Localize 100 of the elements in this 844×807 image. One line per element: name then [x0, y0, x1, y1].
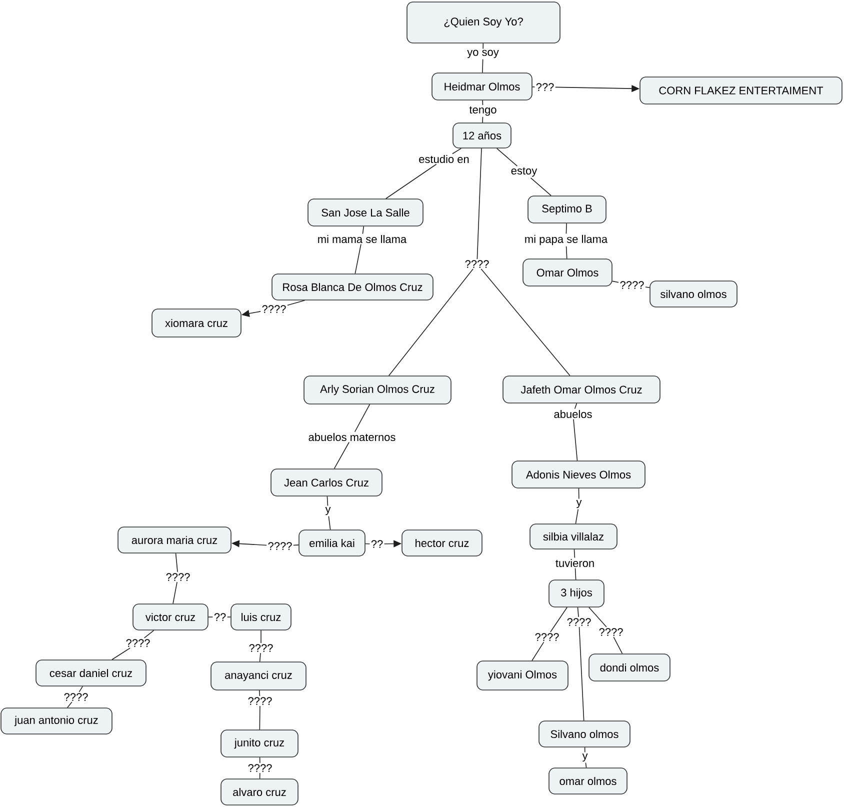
concept-box: silbia villalaz: [530, 524, 618, 550]
connector-line: [259, 706, 260, 730]
connector-line: [578, 626, 584, 721]
concept-box: alvaro cruz: [220, 778, 298, 806]
linking-phrase: y: [576, 500, 582, 508]
connector-line: [208, 616, 214, 618]
connector-line: [574, 403, 578, 410]
connector-line: [385, 164, 437, 200]
concept-box: aurora maria cruz: [118, 526, 232, 554]
linking-phrase: ???: [536, 83, 554, 91]
linking-phrase: estudio en: [419, 154, 469, 164]
concept-box: luis cruz: [230, 604, 292, 630]
linking-phrase: ????: [249, 644, 273, 652]
connector-line: [577, 607, 579, 618]
concept-box: emilia kai: [298, 530, 366, 556]
connector-line: [354, 244, 362, 274]
linking-phrase: abuelos: [554, 410, 592, 418]
connector-line: [482, 116, 484, 123]
concept-box: 3 hijos: [548, 580, 604, 608]
connector-line: [482, 43, 484, 50]
connector-line: [585, 762, 587, 768]
connector-line: [578, 488, 580, 500]
concept-box: Jafeth Omar Olmos Cruz: [502, 376, 660, 404]
linking-phrase: ????: [248, 764, 272, 772]
connector-line: [645, 286, 650, 288]
connector-line: [258, 690, 260, 696]
connector-line: [66, 702, 72, 708]
concept-box: cesar daniel cruz: [36, 660, 146, 686]
linking-phrase: ??: [371, 540, 383, 548]
concept-box: yiovani Olmos: [476, 660, 568, 690]
linking-phrase: tengo: [469, 106, 496, 116]
connector-line: [566, 246, 568, 259]
connector-line: [260, 630, 262, 644]
linking-phrase: ????: [262, 305, 286, 313]
connector-line: [175, 553, 178, 572]
connector-line: [574, 549, 576, 558]
connector-line: [482, 58, 484, 73]
linking-phrase: ????: [126, 639, 150, 647]
connector-line: [226, 616, 231, 618]
connector-line: [496, 148, 518, 167]
connector-line: [365, 543, 370, 544]
connector-line: [480, 268, 570, 376]
concept-box: Heidmar Olmos: [432, 72, 532, 100]
connector-line: [476, 148, 482, 260]
connector-line: [550, 607, 568, 632]
connector-line: [584, 747, 586, 753]
connector-line: [78, 686, 84, 692]
connector-line: [287, 300, 306, 306]
concept-box: junito cruz: [220, 730, 298, 758]
connector-line: [144, 630, 154, 638]
linking-phrase: ????: [166, 573, 190, 581]
connector-line: [326, 496, 328, 506]
connector-line: [328, 516, 331, 530]
linking-phrase: mi mama se llama: [318, 234, 407, 244]
connector-line: [573, 418, 578, 461]
connector-line: [574, 568, 576, 580]
connector-line: [566, 223, 567, 234]
concept-box: 12 años: [452, 122, 512, 148]
linking-phrase: ????: [465, 260, 489, 268]
concept-box: Arly Sorian Olmos Cruz: [304, 376, 452, 404]
concept-box: ¿Quien Soy Yo?: [406, 2, 560, 44]
linking-phrase: abuelos maternos: [308, 432, 396, 442]
connector-line: [354, 404, 370, 432]
concept-box: San Jose La Salle: [308, 198, 424, 226]
linking-phrase: ????: [567, 618, 591, 626]
linking-phrase: y: [325, 506, 331, 516]
concept-box: victor cruz: [132, 604, 208, 630]
linking-phrase: ????: [64, 693, 88, 701]
linking-phrase: ??: [214, 613, 226, 621]
linking-phrase: estoy: [511, 167, 538, 177]
connector-line: [259, 652, 261, 662]
connector-line: [259, 772, 260, 779]
linking-phrase: yo soy: [467, 50, 499, 58]
concept-box: hector cruz: [402, 530, 482, 556]
concept-box: Omar Olmos: [522, 258, 612, 286]
concept-box: Septimo B: [528, 196, 606, 224]
concept-box: silvano olmos: [650, 280, 738, 308]
connector-line: [293, 544, 299, 546]
connector-line: [530, 178, 552, 196]
connector-line: [612, 280, 619, 283]
connector-line: [575, 508, 579, 524]
connector-line: [588, 607, 607, 628]
concept-box: Jean Carlos Cruz: [270, 468, 382, 496]
connector-line: [362, 226, 364, 234]
linking-phrase: y: [582, 753, 588, 762]
concept-box: juan antonio cruz: [0, 708, 112, 734]
linking-phrase: ????: [248, 697, 272, 705]
concept-box: Adonis Nieves Olmos: [512, 460, 646, 488]
linking-phrase: ????: [535, 633, 559, 641]
connector-line: [112, 648, 130, 660]
connector-line: [532, 642, 544, 661]
connector-line: [334, 442, 350, 469]
connector-line: [613, 636, 623, 654]
connector-line: [172, 582, 178, 604]
concept-box: CORN FLAKEZ ENTERTAIMENT: [640, 76, 842, 104]
concept-box: xiomara cruz: [152, 308, 242, 338]
linking-phrase: ????: [599, 628, 623, 636]
connector-line: [388, 268, 474, 376]
connector-line: [259, 757, 260, 764]
concept-box: anayanci cruz: [210, 662, 306, 690]
